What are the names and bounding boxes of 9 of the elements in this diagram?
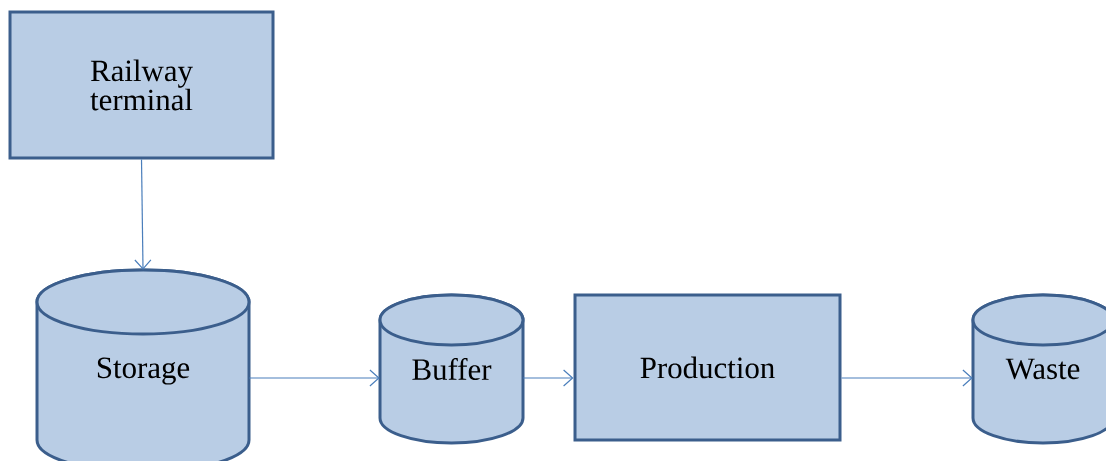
- arrow: [522, 369, 574, 387]
- arrow: [248, 369, 380, 387]
- arrow: [840, 369, 973, 387]
- arrow: [134, 158, 152, 270]
- storage-cylinder: Waste: [971, 293, 1106, 445]
- storage-cylinder: Storage: [35, 268, 251, 461]
- storage-cylinder: Buffer: [378, 293, 525, 445]
- process-box: Railway terminal: [8, 10, 275, 160]
- process-box: Production: [573, 293, 842, 442]
